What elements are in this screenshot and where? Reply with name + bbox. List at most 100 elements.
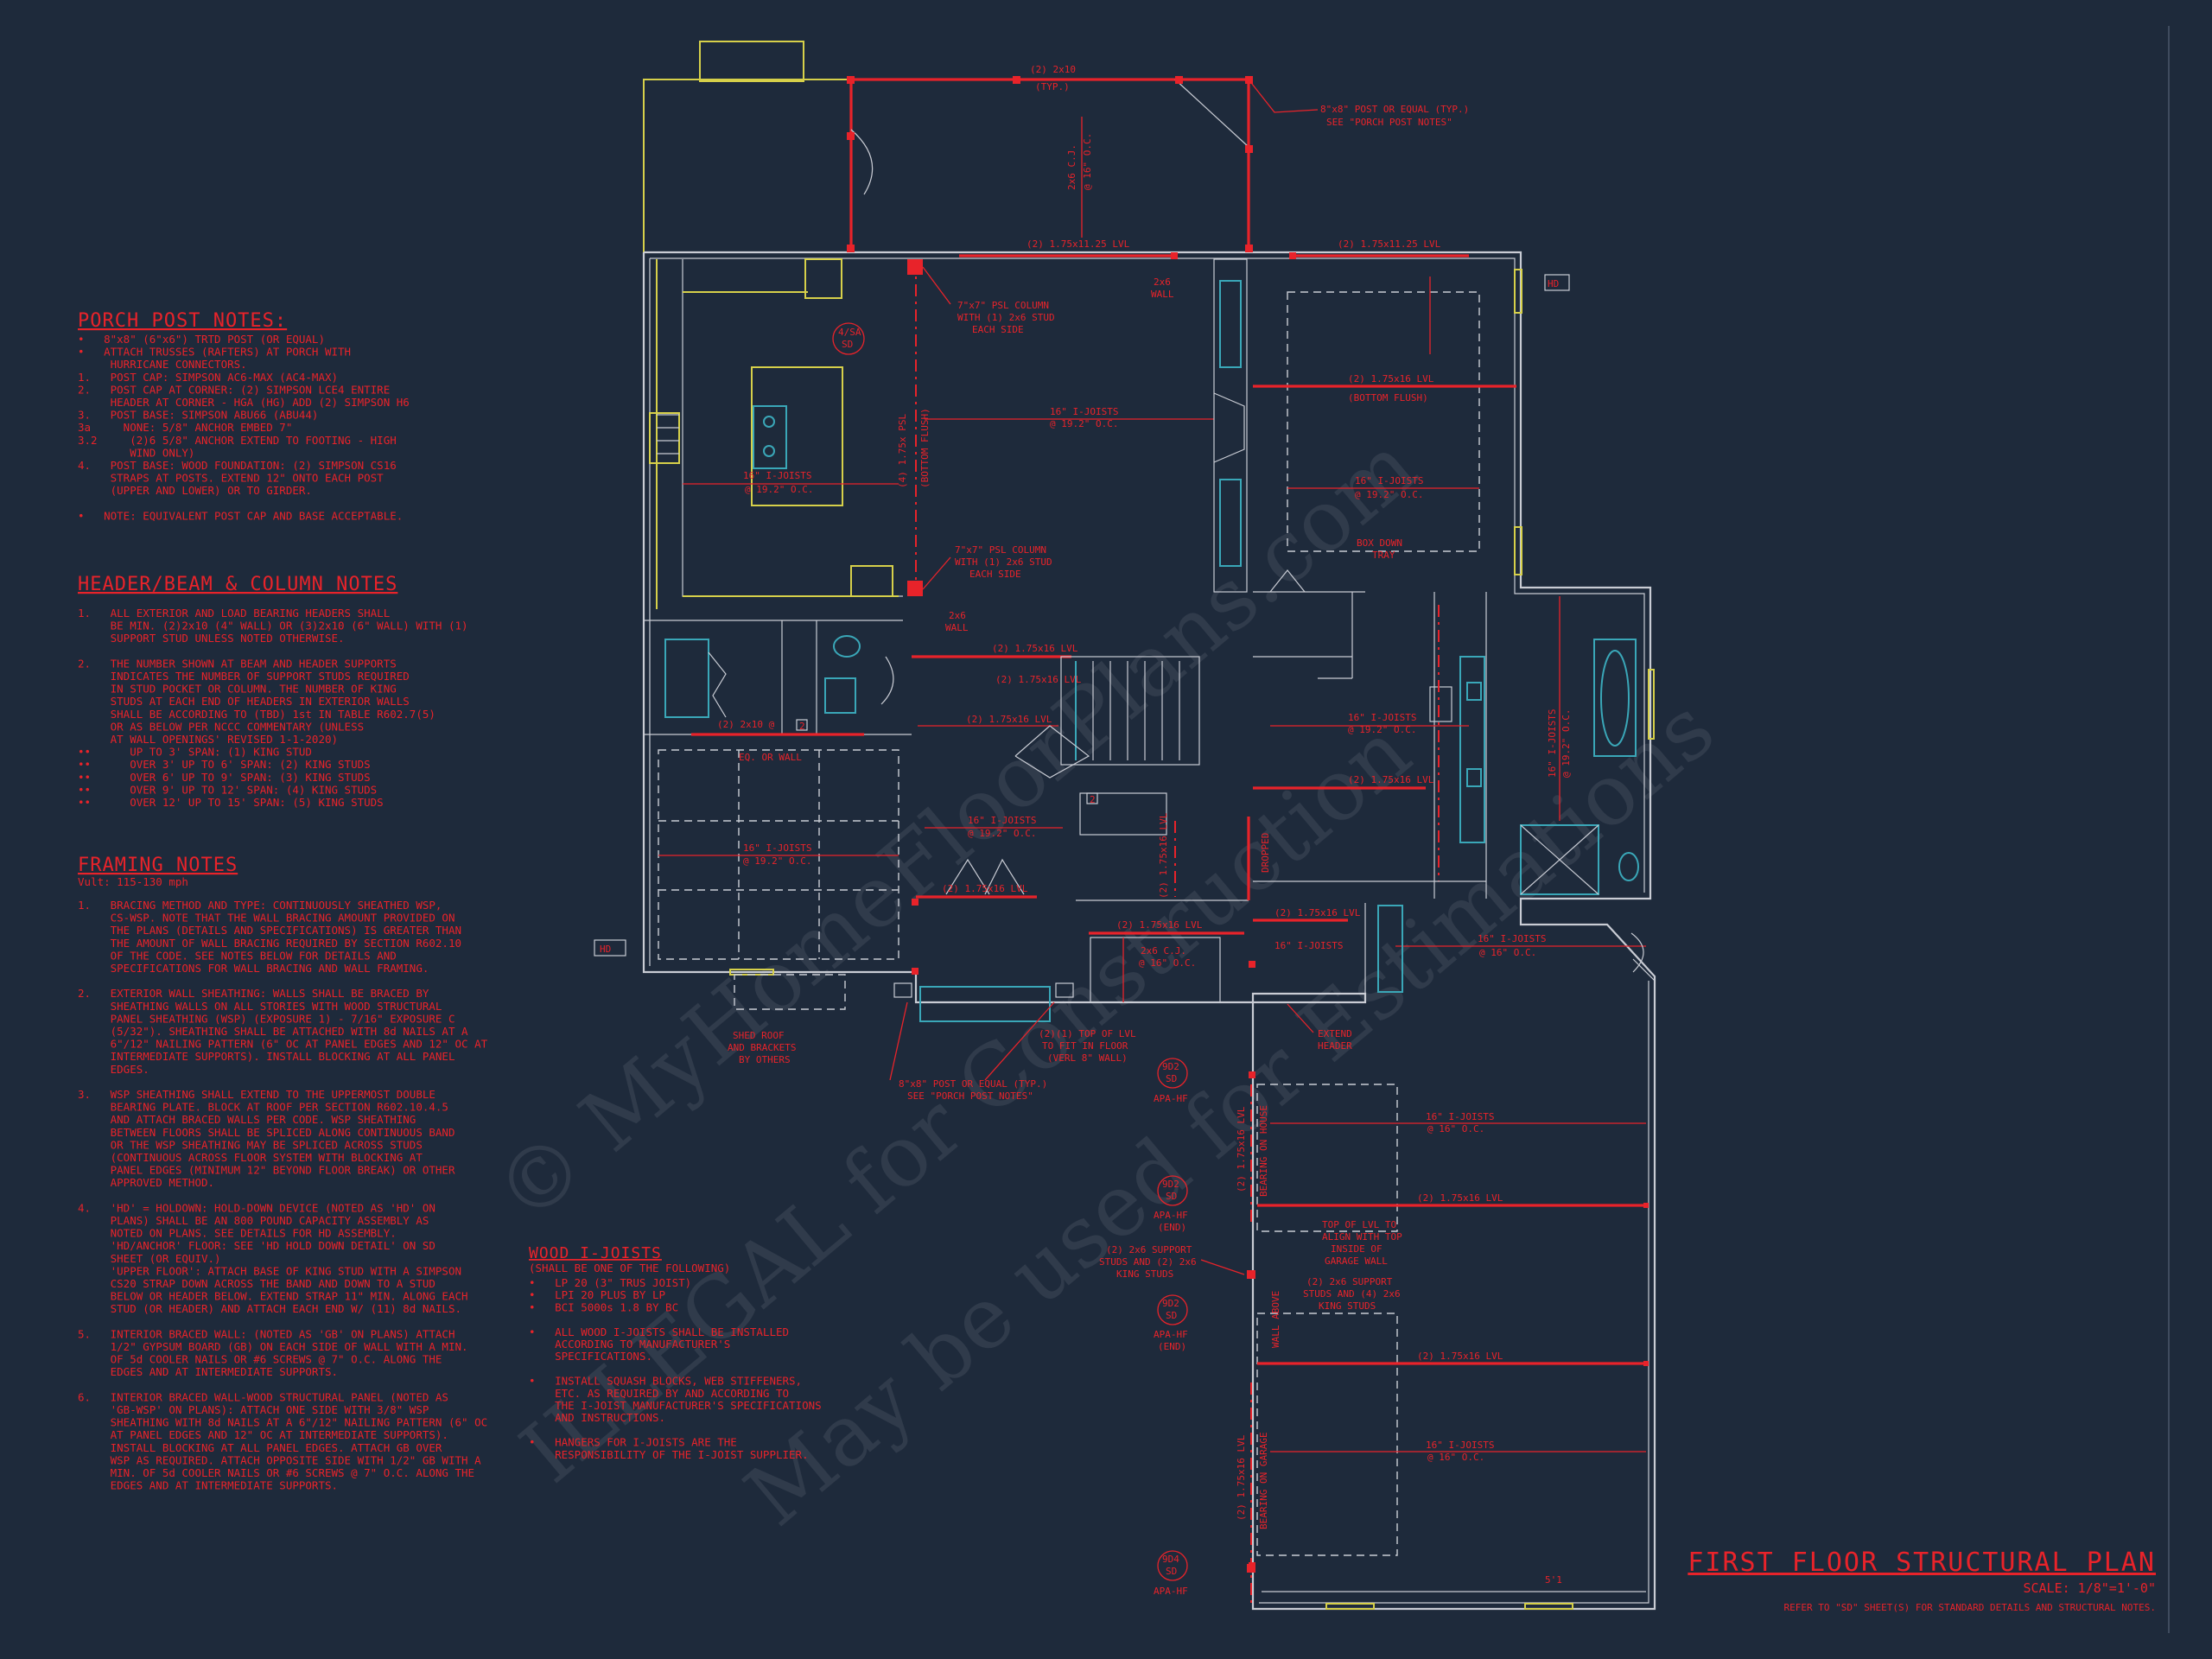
note-line: AND INSTRUCTIONS. bbox=[529, 1411, 665, 1424]
ref-9d2-a: 9D2 bbox=[1162, 1061, 1179, 1072]
note-line: SHEET (OR EQUIV.) bbox=[78, 1252, 221, 1265]
porch-header-label: (2) 2x10 bbox=[1030, 64, 1076, 75]
note-line: STUDS AT EACH END OF HEADERS IN EXTERIOR… bbox=[78, 695, 410, 708]
note-line: ACCORDING TO MANUFACTURER'S bbox=[529, 1338, 730, 1351]
note-line: 1. ALL EXTERIOR AND LOAD BEARING HEADERS… bbox=[78, 607, 390, 620]
support-1-line3: KING STUDS bbox=[1116, 1268, 1173, 1280]
note-line: 'GB-WSP' ON PLANS): ATTACH ONE SIDE WITH… bbox=[78, 1403, 429, 1416]
ref-sd-d: SD bbox=[1166, 1566, 1177, 1577]
master-joist-oc-label: @ 19.2" O.C. bbox=[1355, 489, 1423, 500]
garage-drop-line4: GARAGE WALL bbox=[1325, 1255, 1388, 1267]
note-line: PANEL SHEATHING (WSP) (EXPOSURE 1) - 7/1… bbox=[78, 1012, 455, 1025]
note-line: SHALL BE ACCORDING TO (TBD) 1st IN TABLE… bbox=[78, 708, 435, 721]
great-joist-label: 16" I-JOISTS bbox=[1050, 406, 1118, 417]
foyer-cj-label: 2x6 C.J. bbox=[1141, 945, 1186, 957]
note-line: ETC. AS REQUIRED BY AND ACCORDING TO bbox=[529, 1387, 789, 1400]
note-line: 5. INTERIOR BRACED WALL: (NOTED AS 'GB' … bbox=[78, 1327, 455, 1340]
wood-ijoist-lines: • LP 20 (3" TRUS JOIST)• LPI 20 PLUS BY … bbox=[529, 1276, 822, 1461]
porch-post-notes-lines: • 8"x8" (6"x6") TRTD POST (OR EQUAL)• AT… bbox=[78, 333, 410, 522]
note-line: SUPPORT STUD UNLESS NOTED OTHERWISE. bbox=[78, 632, 345, 645]
kitchen: 16" I-JOISTS @ 19.2" O.C. 4/SA SD bbox=[649, 258, 903, 609]
drawing-ref-note: REFER TO "SD" SHEET(S) FOR STANDARD DETA… bbox=[1784, 1602, 2156, 1613]
garage-joist-2-oc-label: @ 16" O.C. bbox=[1427, 1123, 1484, 1135]
mud-joist-label: 16" I-JOISTS bbox=[743, 842, 811, 854]
foyer-cj-oc-label: @ 16" O.C. bbox=[1139, 957, 1196, 969]
porch-post-notes: PORCH POST NOTES: • 8"x8" (6"x6") TRTD P… bbox=[78, 310, 410, 522]
garage-joist-top-oc-label: @ 16" O.C. bbox=[1479, 947, 1536, 958]
note-line: • INSTALL SQUASH BLOCKS, WEB STIFFENERS, bbox=[529, 1375, 802, 1388]
note-line: THE PLANS (DETAILS AND SPECIFICATIONS) I… bbox=[78, 924, 461, 937]
lvl-top-right-label: (2) 1.75x11.25 LVL bbox=[1338, 238, 1441, 250]
hall-2x6-b-wall: WALL bbox=[945, 622, 969, 633]
note-line: WIND ONLY) bbox=[78, 446, 194, 459]
note-line: 'UPPER FLOOR': ATTACH BASE OF KING STUD … bbox=[78, 1264, 461, 1277]
num-2-a: 2 bbox=[799, 721, 805, 732]
note-line: 4. POST BASE: WOOD FOUNDATION: (2) SIMPS… bbox=[78, 459, 397, 472]
hall-2x6-b: 2x6 bbox=[949, 610, 966, 621]
mudroom-zone: (2) 2x10 @ EQ. OR WALL 2 16" I-JOISTS @ … bbox=[594, 620, 912, 1065]
support-2-line3: KING STUDS bbox=[1319, 1300, 1376, 1312]
garage-lvl-1-label: (2) 1.75x16 LVL bbox=[1417, 1192, 1503, 1204]
note-line: BETWEEN FLOORS SHALL BE SPLICED ALONG CO… bbox=[78, 1126, 455, 1139]
note-line: CS-WSP. NOTE THAT THE WALL BRACING AMOUN… bbox=[78, 912, 455, 925]
front-post-line2: SEE "PORCH POST NOTES" bbox=[907, 1090, 1033, 1102]
garage-wall-2-bearing: BEARING ON GARAGE bbox=[1258, 1432, 1269, 1529]
garage-joist-3-label: 16" I-JOISTS bbox=[1426, 1440, 1494, 1451]
ref-sd: SD bbox=[842, 339, 853, 350]
psl-col-1-line2: WITH (1) 2x6 STUD bbox=[957, 312, 1055, 323]
garage-drop-line2: ALIGN WITH TOP bbox=[1322, 1231, 1402, 1243]
apa-4-label: APA-HF bbox=[1154, 1586, 1188, 1597]
wall-above-label: WALL ABOVE bbox=[1270, 1291, 1281, 1348]
note-line: 3a NONE: 5/8" ANCHOR EMBED 7" bbox=[78, 421, 292, 434]
note-line: 6. INTERIOR BRACED WALL-WOOD STRUCTURAL … bbox=[78, 1390, 448, 1403]
laundry-joist-label: 16" I-JOISTS bbox=[968, 815, 1036, 826]
header-beam-notes-lines: 1. ALL EXTERIOR AND LOAD BEARING HEADERS… bbox=[78, 607, 468, 809]
note-line: •• OVER 3' UP TO 6' SPAN: (2) KING STUDS bbox=[78, 758, 371, 771]
master-bath-zone: 16" I-JOISTS @ 19.2" O.C. (2) 1.75x16 LV… bbox=[1253, 569, 1655, 899]
note-line: (CONTINUOUS ACROSS FLOOR SYSTEM WITH BLO… bbox=[78, 1151, 423, 1164]
note-line: 'HD/ANCHOR' FLOOR: SEE 'HD HOLD DOWN DET… bbox=[78, 1239, 435, 1252]
note-line: AND ATTACH BRACED WALLS PER CODE. WSP SH… bbox=[78, 1113, 416, 1126]
laundry-joist-oc-label: @ 19.2" O.C. bbox=[968, 828, 1036, 839]
note-line: SHEATHING WALLS ON ALL STORIES WITH WOOD… bbox=[78, 1000, 442, 1013]
note-line: SHEATHING WITH 8d NAILS AT A 6"/12" NAIL… bbox=[78, 1416, 487, 1429]
note-line: AT WALL OPENINGS' REVISED 1-1-2020) bbox=[78, 733, 338, 746]
note-line: •• OVER 12' UP TO 15' SPAN: (5) KING STU… bbox=[78, 796, 384, 809]
wood-ijoist-subheading: (SHALL BE ONE OF THE FOLLOWING) bbox=[529, 1262, 730, 1274]
note-line: (UPPER AND LOWER) OR TO GIRDER. bbox=[78, 484, 312, 497]
great-room: (2) 1.75x11.25 LVL 16" I-JOISTS @ 19.2" … bbox=[925, 238, 1248, 593]
framing-notes-subheading: Vult: 115-130 mph bbox=[78, 875, 188, 888]
note-line: HURRICANE CONNECTORS. bbox=[78, 358, 247, 371]
lvl-top-left-label: (2) 1.75x11.25 LVL bbox=[1027, 238, 1130, 250]
ref-4sa: 4/SA bbox=[838, 327, 861, 338]
garage-joist-top-label: 16" I-JOISTS bbox=[1478, 933, 1546, 944]
garage-lvl-2-label: (2) 1.75x16 LVL bbox=[1417, 1351, 1503, 1362]
note-line: 2. POST CAP AT CORNER: (2) SIMPSON LCE4 … bbox=[78, 383, 390, 396]
note-line: • ALL WOOD I-JOISTS SHALL BE INSTALLED bbox=[529, 1325, 789, 1338]
note-line: AT PANEL EDGES AND 12" OC AT INTERMEDIAT… bbox=[78, 1428, 448, 1441]
floor-plan: (2) 2x10 (TYP.) 2x6 C.J. @ 16" O.C. 8"x8… bbox=[594, 41, 1656, 1611]
note-line: 1/2" GYPSUM BOARD (GB) ON EACH SIDE OF W… bbox=[78, 1340, 468, 1353]
note-line: THE I-JOIST MANUFACTURER'S SPECIFICATION… bbox=[529, 1399, 822, 1412]
garage-wall-2-label: (2) 1.75x16 LVL bbox=[1236, 1434, 1247, 1521]
note-line: NOTED ON PLANS. SEE DETAILS FOR HD ASSEM… bbox=[78, 1227, 397, 1240]
support-1-line2: STUDS AND (2) 2x6 bbox=[1099, 1256, 1197, 1268]
mud-joist-oc-label: @ 19.2" O.C. bbox=[743, 855, 811, 867]
header-beam-notes-heading: HEADER/BEAM & COLUMN NOTES bbox=[78, 574, 397, 595]
num-2-b: 2 bbox=[1090, 794, 1096, 805]
lvl-lower-label: (2) 1.75x16 LVL bbox=[1116, 919, 1203, 931]
lvl-stair-2-label: (2) 1.75x16 LVL bbox=[966, 714, 1052, 725]
note-line: IN STUD POCKET OR COLUMN. THE NUMBER OF … bbox=[78, 683, 397, 696]
apa-3-end: (END) bbox=[1158, 1341, 1186, 1352]
shed-roof-line3: BY OTHERS bbox=[739, 1054, 791, 1065]
garage-drop-line1: TOP OF LVL TO bbox=[1322, 1219, 1396, 1230]
dim-51-label: 5'1 bbox=[1545, 1574, 1562, 1586]
extend-lvl-label: (2) 1.75x16 LVL bbox=[1274, 907, 1361, 918]
apa-3-label: APA-HF bbox=[1154, 1329, 1188, 1340]
note-line: WSP AS REQUIRED. ATTACH OPPOSITE SIDE WI… bbox=[78, 1453, 481, 1466]
ref-sd-c: SD bbox=[1166, 1310, 1177, 1321]
note-line: SPECIFICATIONS. bbox=[529, 1350, 652, 1363]
mudroom-lvl-wall-label: EQ. OR WALL bbox=[739, 752, 802, 763]
porch-callout-line1: 8"x8" POST OR EQUAL (TYP.) bbox=[1320, 104, 1469, 115]
box-down-tray-label: TRAY bbox=[1372, 550, 1395, 561]
